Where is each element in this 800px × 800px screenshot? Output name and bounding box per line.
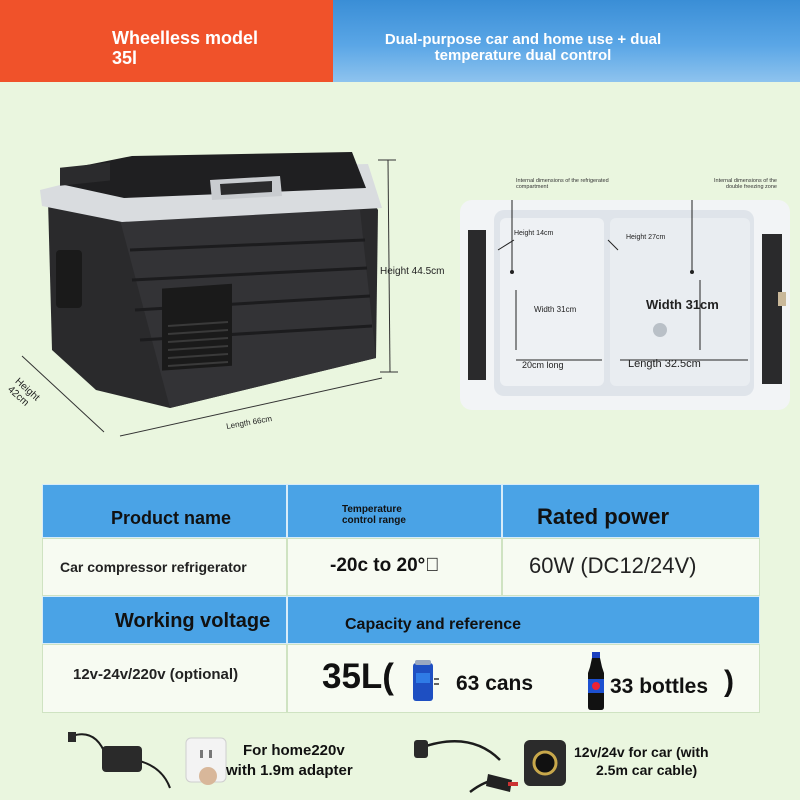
width-left-label: Width 31cm bbox=[534, 305, 577, 314]
header-title-line2: 35l bbox=[112, 48, 138, 68]
capacity-value: 35L( bbox=[322, 657, 394, 696]
capacity-header-cell: Capacity and reference bbox=[287, 596, 760, 644]
internal-freezing-line1: Internal dimensions of the bbox=[714, 178, 777, 184]
length-right-label: Length 32.5cm bbox=[628, 358, 701, 370]
height-left-label: Height 14cm bbox=[514, 230, 554, 237]
fridge-interior-image bbox=[460, 200, 790, 410]
power-adapter-image bbox=[68, 732, 171, 789]
internal-freezing-label: Internal dimensions of the double freezi… bbox=[714, 178, 777, 190]
car-cable-line1: 12v/24v for car (with bbox=[574, 744, 709, 760]
exterior-height-label: Height 44.5cm bbox=[380, 266, 445, 277]
internal-refrigerated-label: Internal dimensions of the refrigerated … bbox=[516, 178, 609, 190]
wall-socket-image bbox=[185, 737, 227, 785]
height-right-label: Height 27cm bbox=[626, 234, 666, 241]
header-title-panel: Wheelless model 35l bbox=[0, 0, 333, 82]
header-title-line1: Wheelless model bbox=[112, 28, 259, 48]
bottles-value: 33 bottles bbox=[610, 675, 709, 698]
rated-power-value-cell: 60W (DC12/24V) bbox=[502, 538, 760, 596]
product-name-header-cell: Product name bbox=[42, 484, 287, 538]
can-icon bbox=[413, 660, 439, 701]
car-cable-line2: 2.5m car cable) bbox=[596, 762, 698, 778]
product-name-value: Car compressor refrigerator bbox=[60, 559, 247, 575]
width-right-label: Width 31cm bbox=[646, 297, 719, 312]
temp-value-cell: -20c to 20°⃞ bbox=[287, 538, 502, 596]
rated-power-header-cell: Rated power bbox=[502, 484, 760, 538]
cans-value: 63 cans bbox=[456, 672, 534, 695]
product-name-label: Product name bbox=[111, 508, 232, 528]
temp-label-line1: Temperature bbox=[342, 504, 402, 515]
internal-refrigerated-line1: Internal dimensions of the refrigerated bbox=[516, 178, 609, 184]
capacity-label: Capacity and reference bbox=[345, 616, 522, 633]
temp-label-line2: control range bbox=[342, 515, 406, 526]
working-voltage-label: Working voltage bbox=[115, 610, 271, 632]
header-subtitle-panel: Dual-purpose car and home use + dual tem… bbox=[333, 0, 800, 82]
product-name-value-cell: Car compressor refrigerator bbox=[42, 538, 287, 596]
length-left-label: 20cm long bbox=[522, 360, 564, 370]
fridge-exterior-image bbox=[21, 152, 398, 437]
voltage-value: 12v-24v/220v (optional) bbox=[73, 666, 239, 683]
temp-header-cell: Temperature control range bbox=[287, 484, 502, 538]
voltage-header-cell: Working voltage bbox=[42, 596, 287, 644]
rated-power-value: 60W (DC12/24V) bbox=[529, 553, 697, 578]
temp-value: -20c to 20°⃞ bbox=[330, 555, 440, 576]
capacity-value-cell: 35L( 63 cans 33 bottles ) bbox=[287, 644, 760, 713]
header-subtitle-line2: temperature dual control bbox=[434, 47, 612, 64]
close-paren: ) bbox=[724, 665, 734, 698]
rated-power-label: Rated power bbox=[537, 504, 670, 529]
internal-freezing-line2: double freezing zone bbox=[725, 184, 777, 190]
internal-refrigerated-line2: compartment bbox=[516, 184, 549, 190]
spec-table: Product name Temperature control range R… bbox=[42, 484, 760, 713]
car-socket-image bbox=[524, 740, 566, 786]
header-subtitle-line1: Dual-purpose car and home use + dual bbox=[384, 31, 662, 48]
voltage-value-cell: 12v-24v/220v (optional) bbox=[42, 644, 287, 713]
car-cable-image bbox=[414, 740, 518, 794]
home-adapter-line1: For home220v bbox=[243, 742, 345, 759]
temp-label: Temperature control range bbox=[342, 504, 406, 526]
bottle-icon bbox=[588, 652, 604, 710]
home-adapter-line2: with 1.9m adapter bbox=[226, 762, 353, 779]
